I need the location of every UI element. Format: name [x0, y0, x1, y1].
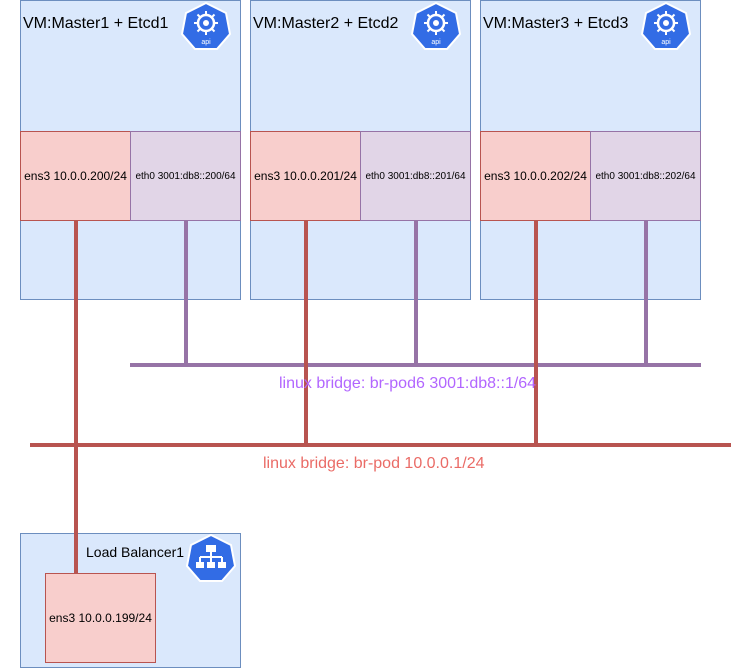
master2-eth0-link — [414, 220, 418, 365]
kubernetes-api-icon: api — [181, 2, 231, 50]
eth0-interface: eth0 3001:db8::201/64 — [360, 131, 471, 221]
master3-ens3-link — [534, 220, 538, 445]
network-topology-icon — [186, 534, 236, 582]
vm-title: VM:Master3 + Etcd3 — [483, 15, 629, 32]
vm-title: VM:Master1 + Etcd1 — [23, 15, 169, 32]
vm-master3-box: VM:Master3 + Etcd3 api ens3 10.0.0.202/2… — [480, 0, 701, 300]
kubernetes-api-icon: api — [411, 2, 461, 50]
master1-ens3-link — [74, 220, 78, 573]
ens3-interface: ens3 10.0.0.201/24 — [250, 131, 361, 221]
eth0-interface: eth0 3001:db8::200/64 — [130, 131, 241, 221]
ipv4-bridge-line — [30, 443, 731, 447]
svg-text:api: api — [201, 39, 211, 46]
master3-eth0-link — [644, 220, 648, 365]
vm-title: VM:Master2 + Etcd2 — [253, 15, 399, 32]
master2-ens3-link — [304, 220, 308, 445]
ipv6-bridge-line — [130, 363, 701, 367]
load-balancer-box: Load Balancer1 ens3 10.0.0.199/24 — [20, 533, 241, 668]
lb-ens3-interface: ens3 10.0.0.199/24 — [45, 573, 156, 663]
ens3-interface: ens3 10.0.0.200/24 — [20, 131, 131, 221]
load-balancer-title: Load Balancer1 — [86, 544, 185, 560]
svg-text:api: api — [431, 39, 441, 46]
kubernetes-api-icon: api — [641, 2, 691, 50]
master1-eth0-link — [184, 220, 188, 365]
ipv4-bridge-label: linux bridge: br-pod 10.0.0.1/24 — [263, 455, 485, 472]
ipv6-bridge-label: linux bridge: br-pod6 3001:db8::1/64 — [279, 375, 537, 392]
svg-text:api: api — [661, 39, 671, 46]
ens3-interface: ens3 10.0.0.202/24 — [480, 131, 591, 221]
eth0-interface: eth0 3001:db8::202/64 — [590, 131, 701, 221]
vm-master1-box: VM:Master1 + Etcd1 api ens3 10.0.0.200/2… — [20, 0, 241, 300]
vm-master2-box: VM:Master2 + Etcd2 api ens3 10.0.0.201/2… — [250, 0, 471, 300]
